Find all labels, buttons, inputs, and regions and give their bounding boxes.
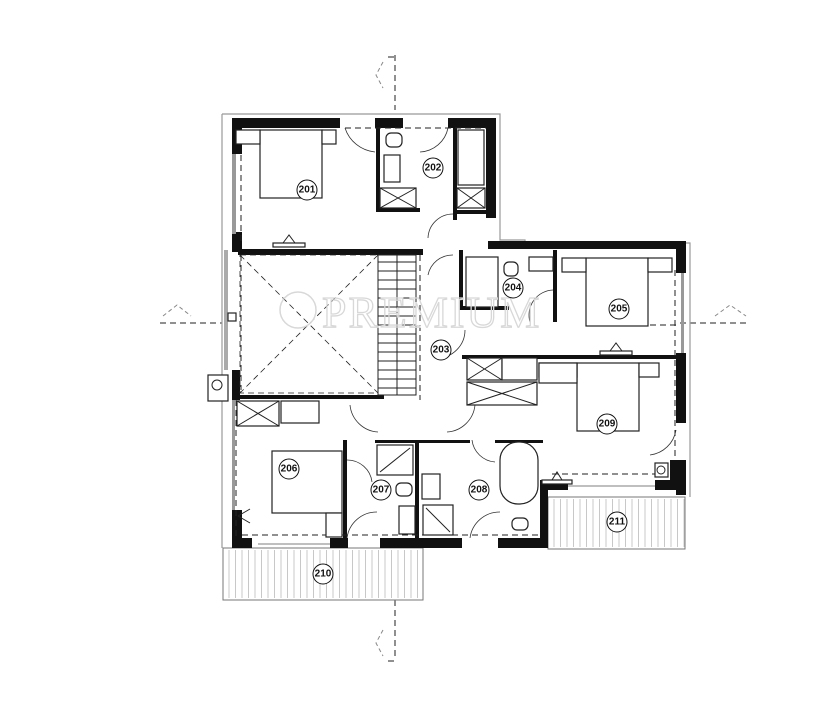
svg-text:207: 207 [373, 485, 390, 496]
watermark: PREMIUM [279, 287, 541, 338]
svg-text:208: 208 [471, 485, 488, 496]
svg-text:203: 203 [433, 345, 450, 356]
wardrobes [236, 187, 578, 427]
svg-text:209: 209 [599, 419, 616, 430]
room-tag-206: 206 [278, 458, 300, 480]
svg-text:205: 205 [611, 304, 628, 315]
tv-markers [237, 234, 633, 524]
room-tag-203: 203 [430, 339, 452, 361]
svg-text:206: 206 [281, 464, 298, 475]
svg-text:PREMIUM: PREMIUM [322, 288, 541, 337]
room-tag-207: 207 [370, 479, 392, 501]
room-tag-205: 205 [608, 298, 630, 320]
svg-text:202: 202 [425, 163, 442, 174]
exterior-walls [224, 118, 686, 548]
svg-text:210: 210 [315, 569, 332, 580]
doors [344, 127, 677, 539]
sanitary [376, 129, 554, 536]
room-tag-202: 202 [422, 157, 444, 179]
svg-text:204: 204 [505, 283, 522, 294]
section-lines [160, 55, 750, 662]
room-tag-201: 201 [296, 179, 318, 201]
room-tag-211: 211 [606, 511, 628, 533]
room-tag-210: 210 [312, 563, 334, 585]
room-tag-209: 209 [596, 413, 618, 435]
chimney [207, 312, 669, 478]
svg-text:201: 201 [299, 185, 316, 196]
outer-outline [221, 113, 691, 548]
windows [258, 485, 655, 545]
svg-text:211: 211 [609, 517, 626, 528]
beds [235, 129, 673, 538]
room-tag-208: 208 [468, 479, 490, 501]
stairs [377, 254, 417, 396]
room-tag-204: 204 [502, 277, 524, 299]
dashed-lines [235, 127, 680, 538]
